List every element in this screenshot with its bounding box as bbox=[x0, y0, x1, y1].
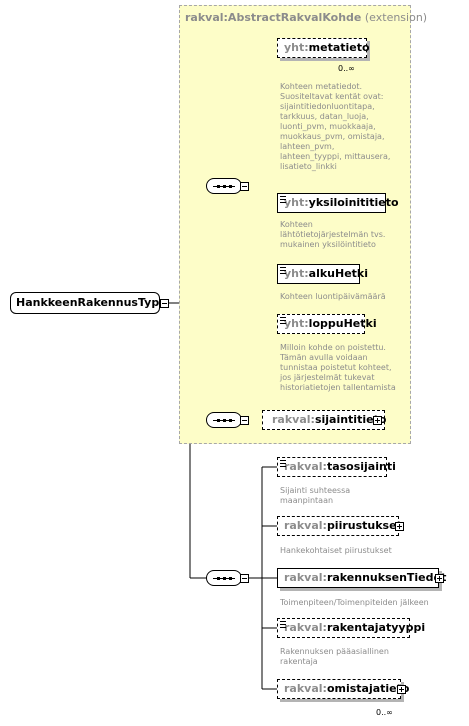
extension-box: rakval:AbstractRakvalKohde (extension) bbox=[179, 5, 427, 444]
expand-icon[interactable] bbox=[373, 416, 382, 425]
collapse-icon[interactable] bbox=[240, 182, 249, 191]
cardinality-label: 0..∞ bbox=[338, 64, 355, 73]
element-description: Milloin kohde on poistettu.Tämän avulla … bbox=[280, 343, 396, 392]
element-description: Toimenpiteen/Toimenpiteiden jälkeen bbox=[280, 598, 429, 607]
element-description: Hankekohtaiset piirustukset bbox=[280, 546, 392, 555]
element-description: Kohteen luontipäivämäärä bbox=[280, 292, 386, 301]
sequence-compositor bbox=[206, 412, 242, 428]
element-piirustukset[interactable]: rakval:piirustukset bbox=[277, 516, 402, 536]
expand-icon[interactable] bbox=[395, 522, 404, 531]
sequence-compositor bbox=[206, 178, 242, 194]
root-type-label: HankkeenRakennusType bbox=[16, 296, 167, 309]
expand-icon[interactable] bbox=[397, 685, 406, 694]
cardinality-label: 0..∞ bbox=[376, 708, 393, 717]
element-rakennuksenTiedot[interactable]: rakval:rakennuksenTiedot bbox=[277, 568, 446, 588]
collapse-icon[interactable] bbox=[240, 416, 249, 425]
collapse-icon[interactable] bbox=[240, 574, 249, 583]
element-omistajatieto[interactable]: rakval:omistajatieto bbox=[277, 679, 409, 699]
element-alkuHetki[interactable]: yht:alkuHetki bbox=[277, 264, 368, 284]
element-rakentajatyyppi[interactable]: rakval:rakentajatyyppi bbox=[277, 618, 425, 638]
element-yksiloinititieto[interactable]: yht:yksiloinititieto bbox=[277, 193, 399, 213]
sequence-compositor bbox=[206, 570, 242, 586]
collapse-icon[interactable] bbox=[160, 299, 169, 308]
root-type-node[interactable]: HankkeenRakennusType bbox=[10, 292, 167, 314]
element-loppuHetki[interactable]: yht:loppuHetki bbox=[277, 314, 377, 334]
element-tasosijainti[interactable]: rakval:tasosijainti bbox=[277, 457, 396, 477]
element-description: Kohteen metatiedot.Suositeltavat kentät … bbox=[280, 82, 391, 171]
element-sijaintitieto[interactable]: rakval:sijaintitieto bbox=[262, 410, 386, 430]
expand-icon[interactable] bbox=[435, 574, 444, 583]
extension-title: rakval:AbstractRakvalKohde (extension) bbox=[185, 11, 428, 24]
element-metatieto[interactable]: yht:metatieto bbox=[277, 38, 370, 58]
